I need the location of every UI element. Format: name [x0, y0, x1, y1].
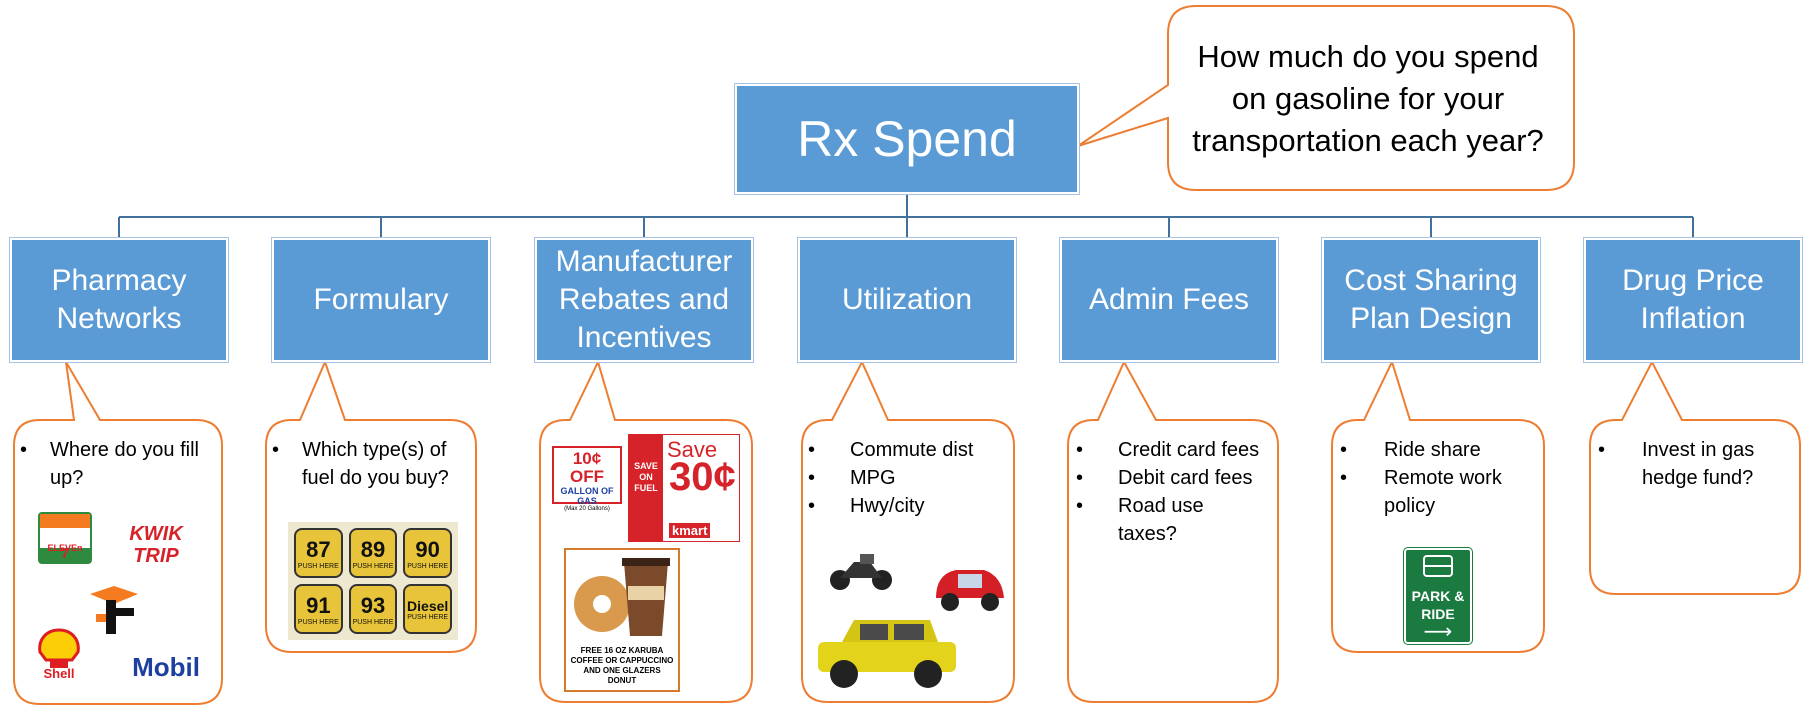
root-node: Rx Spend: [734, 83, 1080, 195]
bullet-item: Where do you fill up?: [20, 436, 200, 492]
kwik-trip-logo: KWIK TRIP: [129, 523, 183, 567]
bullet-item: Ride share: [1340, 436, 1540, 464]
park-ride-text: PARK & RIDE: [1411, 588, 1465, 622]
gas-coupon-sub: GALLON OF GAS: [560, 486, 614, 506]
karuba-text: FREE 16 OZ KARUBA COFFEE OR CAPPUCCINO A…: [570, 646, 674, 685]
question-callout: How much do you spend on gasoline for yo…: [1192, 39, 1544, 158]
shell-text: Shell: [43, 665, 75, 681]
svg-text:7: 7: [61, 545, 69, 561]
scooter-icon: [830, 554, 892, 590]
kmart-brand: kmart: [669, 523, 711, 538]
cost-sharing-bullets: Ride share Remote work policy: [1340, 436, 1540, 520]
gas-coupon-note: (Max 20 Gallons): [564, 506, 610, 512]
park-ride-sign: PARK & RIDE ⟶: [1403, 547, 1473, 645]
formulary-bullets: Which type(s) of fuel do you buy?: [272, 436, 452, 492]
category-pharmacy-networks: Pharmacy Networks: [9, 237, 229, 363]
seven-eleven-icon: 7: [40, 514, 90, 562]
bullet-item: Remote work policy: [1340, 464, 1540, 520]
seven-eleven-logo: 7: [38, 512, 92, 564]
bullet-item: MPG: [808, 464, 1008, 492]
kmart-amount: 30¢: [669, 455, 736, 499]
donut-coffee-icon: [574, 558, 670, 636]
category-drug-price-inflation: Drug Price Inflation: [1583, 237, 1803, 363]
question-bubble: [1077, 5, 1575, 191]
pharmacy-bullets: Where do you fill up?: [20, 436, 200, 492]
seven-eleven-text: ELEVEn: [47, 543, 83, 553]
utilization-bullets: Commute dist MPG Hwy/city: [808, 436, 1008, 520]
fuel-brand-icon: [90, 586, 138, 634]
kmart-save: Save: [667, 437, 718, 462]
category-utilization: Utilization: [797, 237, 1017, 363]
category-admin-fees: Admin Fees: [1059, 237, 1279, 363]
bus-icon: [1423, 555, 1453, 577]
arrow-right-icon: ⟶: [1423, 621, 1453, 643]
category-manufacturer-rebates: Manufacturer Rebates and Incentives: [534, 237, 754, 363]
shell-icon: [38, 628, 80, 668]
mobil-logo: Mobil: [132, 651, 200, 682]
bullet-item: Road use taxes?: [1076, 492, 1266, 548]
gas-coupon: 10¢ OFF GALLON OF GAS (Max 20 Gallons): [552, 446, 622, 512]
gas-coupon-amount: 10¢ OFF: [570, 449, 604, 486]
category-formulary: Formulary: [271, 237, 491, 363]
bullet-item: Commute dist: [808, 436, 1008, 464]
admin-bullets: Credit card fees Debit card fees Road us…: [1076, 436, 1266, 548]
karuba-coupon: FREE 16 OZ KARUBA COFFEE OR CAPPUCCINO A…: [564, 548, 680, 692]
smart-car-icon: [936, 570, 1004, 611]
bullet-item: Credit card fees: [1076, 436, 1266, 464]
bullet-item: Invest in gas hedge fund?: [1598, 436, 1794, 492]
kmart-coupon: SAVE ON FUEL Save 30¢ kmart: [628, 434, 740, 542]
suv-icon: [818, 620, 956, 688]
bullet-item: Hwy/city: [808, 492, 1008, 520]
category-cost-sharing: Cost Sharing Plan Design: [1321, 237, 1541, 363]
inflation-bullets: Invest in gas hedge fund?: [1598, 436, 1794, 492]
kmart-fuel-label: SAVE ON FUEL: [629, 435, 663, 541]
bullet-item: Which type(s) of fuel do you buy?: [272, 436, 452, 492]
bullet-item: Debit card fees: [1076, 464, 1266, 492]
